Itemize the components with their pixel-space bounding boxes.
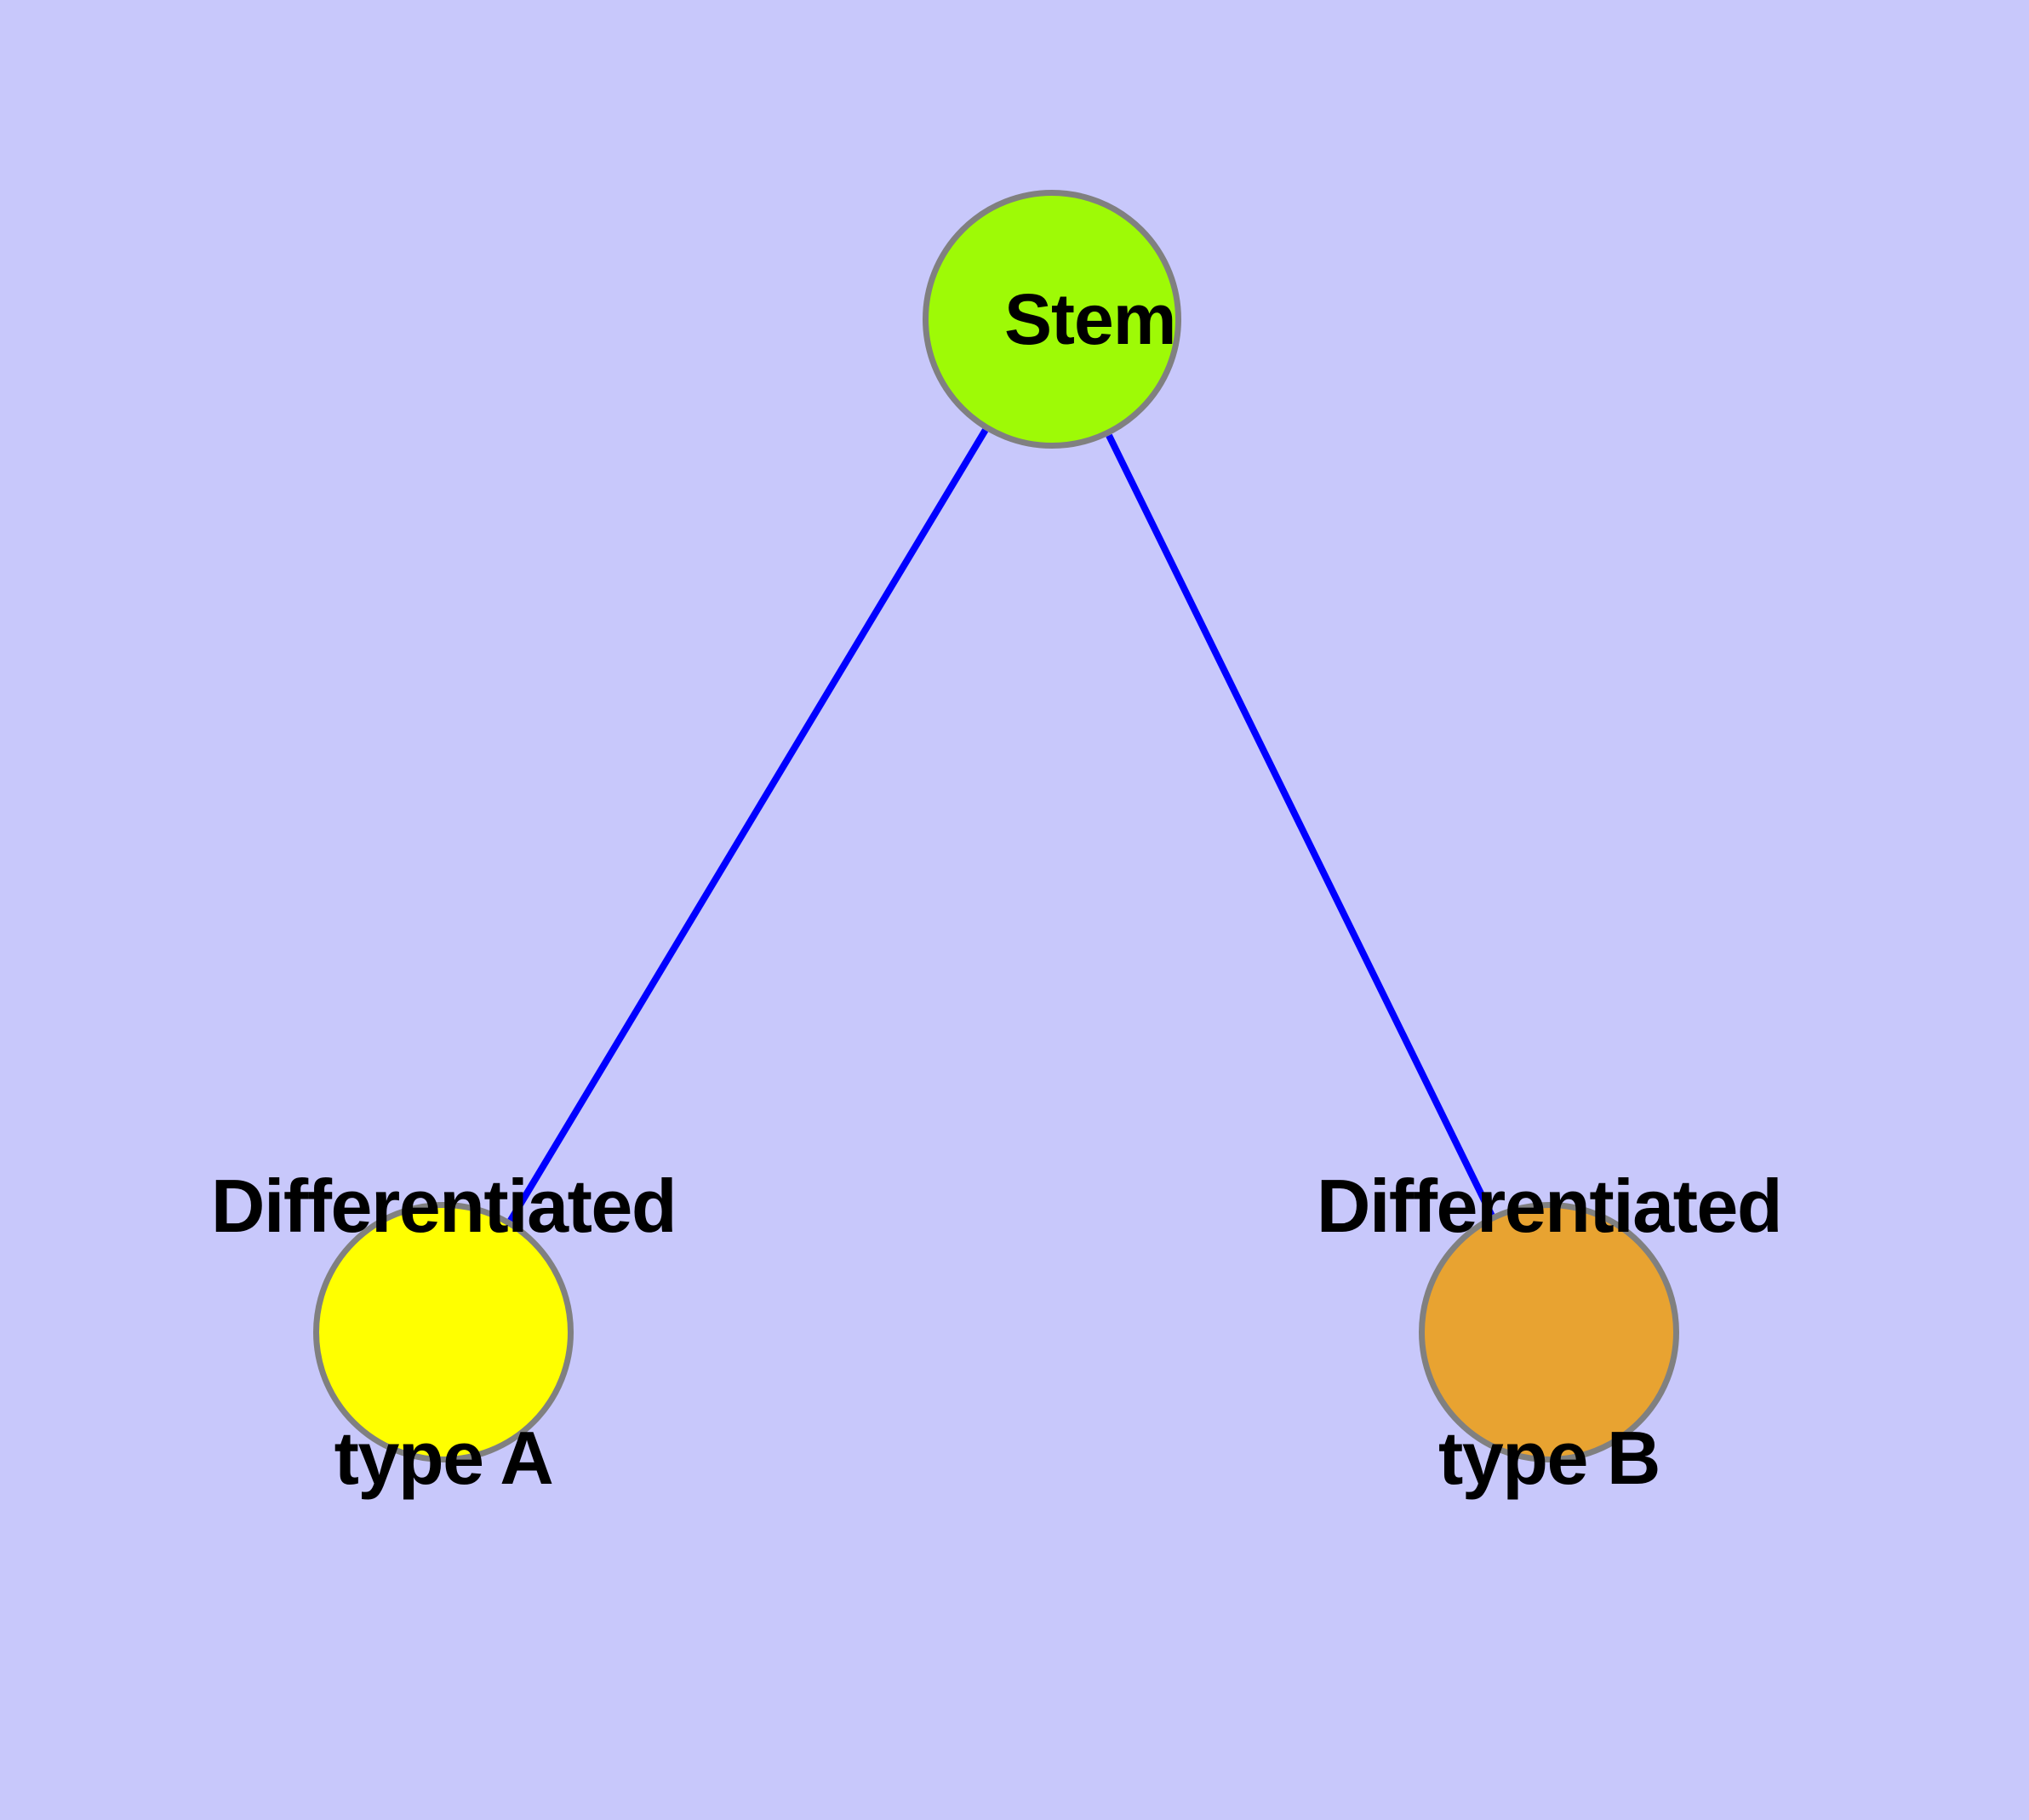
edge-stem-to-diff-b[interactable]	[1106, 433, 1495, 1217]
node-differentiated-type-b[interactable]	[1419, 1202, 1679, 1462]
node-stem[interactable]	[923, 190, 1181, 449]
node-layer	[313, 190, 1679, 1462]
node-differentiated-type-a[interactable]	[313, 1202, 574, 1462]
edge-stem-to-diff-a[interactable]	[507, 428, 989, 1222]
edge-layer	[507, 428, 1495, 1222]
